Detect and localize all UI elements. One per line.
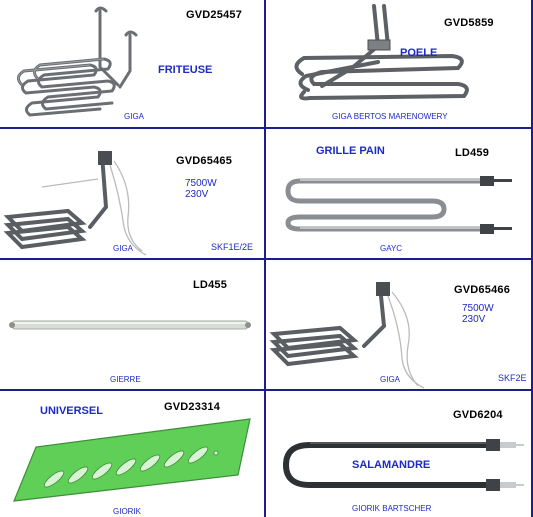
product-reference: SKF1E/2E (211, 242, 254, 252)
product-code: GVD5859 (444, 17, 494, 29)
salamander-element-image (282, 439, 524, 491)
product-cell-gvd5859[interactable]: GVD5859 POELE GIGA BERTOS MARENOWERY (266, 0, 533, 129)
product-category: SALAMANDRE (352, 459, 431, 471)
product-power: 7500W (185, 178, 217, 189)
product-code: GVD65465 (176, 155, 233, 167)
product-brand: GIGA (380, 375, 401, 384)
rod-element-image (9, 320, 251, 330)
product-category: FRITEUSE (158, 64, 213, 76)
product-category: UNIVERSEL (40, 405, 103, 417)
universal-board-image (13, 418, 251, 502)
product-code: GVD23314 (164, 401, 221, 413)
toaster-element-image (285, 176, 512, 234)
product-cell-gvd25457[interactable]: GVD25457 FRITEUSE GIGA (0, 0, 266, 129)
product-brand: GIORIK BARTSCHER (352, 504, 432, 513)
product-cell-gvd6204[interactable]: GVD6204 SALAMANDRE GIORIK BARTSCHER (266, 391, 533, 517)
product-cell-gvd65466[interactable]: GVD65466 7500W 230V GIGA SKF2E (266, 260, 533, 391)
product-cell-ld459[interactable]: GRILLE PAIN LD459 GAYC (266, 129, 533, 260)
fryer-element-image (17, 6, 138, 117)
heater-element-image (269, 282, 425, 389)
product-cell-gvd65465[interactable]: GVD65465 7500W 230V GIGA SKF1E/2E (0, 129, 266, 260)
product-voltage: 230V (185, 189, 209, 200)
product-brand: GAYC (380, 244, 403, 253)
product-brand: GIGA (124, 112, 145, 121)
product-code: LD455 (193, 279, 228, 291)
product-cell-gvd23314[interactable]: UNIVERSEL GVD23314 GIORIK (0, 391, 266, 517)
product-brand: GIGA (113, 244, 134, 253)
product-reference: SKF2E (498, 373, 527, 383)
product-brand: GIORIK (113, 507, 142, 516)
product-power: 7500W (462, 303, 494, 314)
product-brand: GIERRE (110, 375, 141, 384)
product-voltage: 230V (462, 314, 486, 325)
heater-element-image (3, 151, 147, 256)
product-code: GVD65466 (454, 284, 511, 296)
product-code: LD459 (455, 147, 490, 159)
product-code: GVD6204 (453, 409, 503, 421)
product-brand: GIGA BERTOS MARENOWERY (332, 112, 448, 121)
pan-element-image (294, 4, 469, 101)
product-code: GVD25457 (186, 9, 243, 21)
product-category: POELE (400, 47, 438, 59)
product-category: GRILLE PAIN (316, 145, 385, 157)
product-cell-ld455[interactable]: LD455 GIERRE (0, 260, 266, 391)
